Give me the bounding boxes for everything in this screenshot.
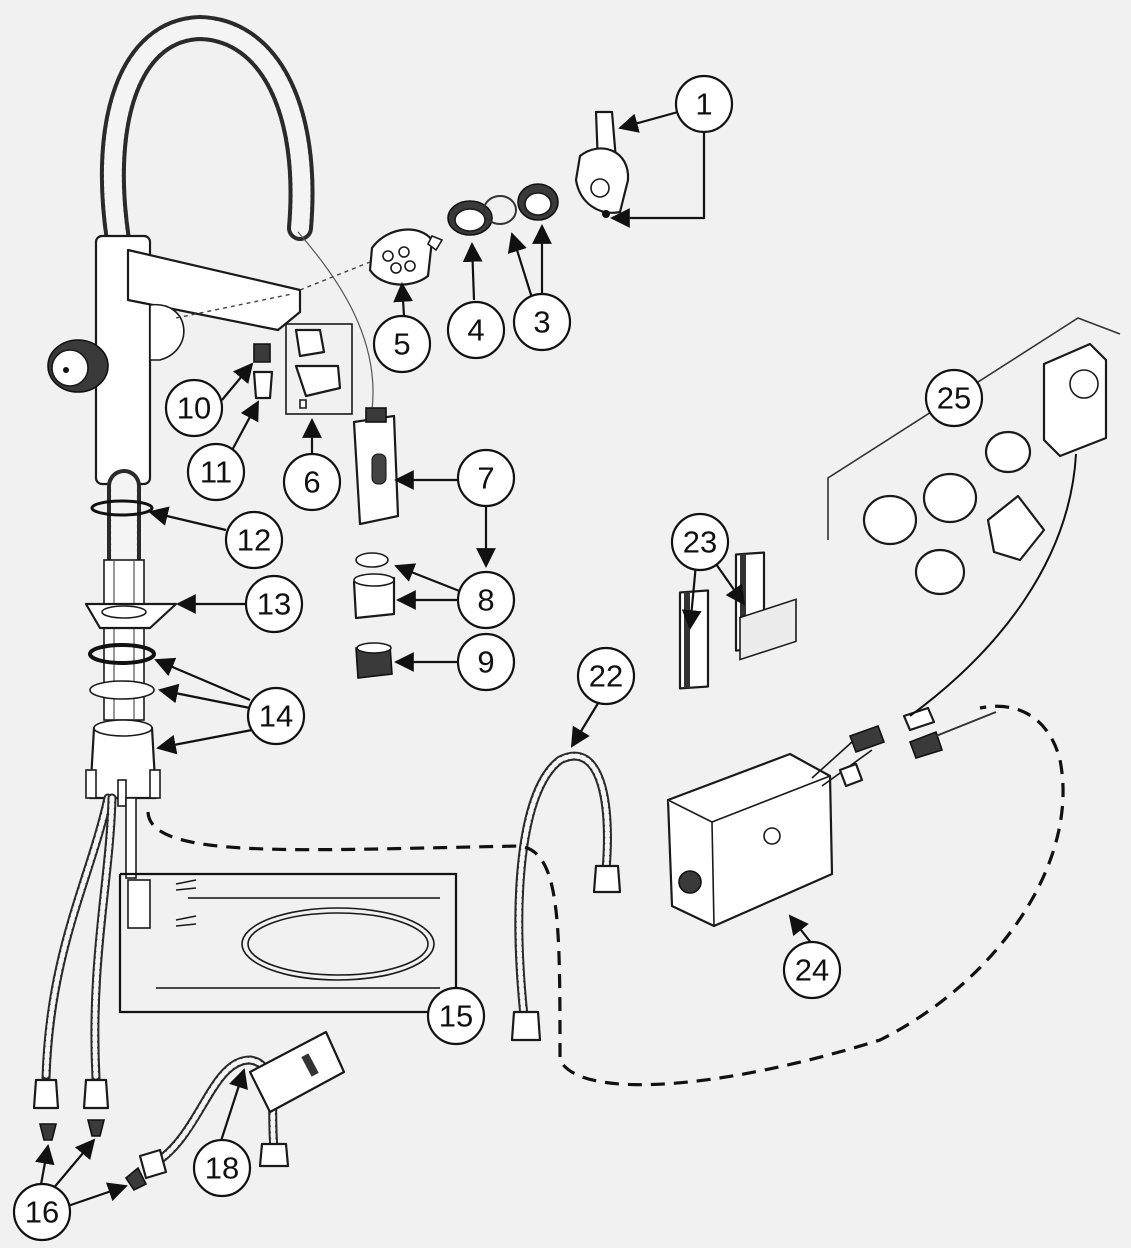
callout-13: 13 (244, 574, 304, 634)
bonnet-rings-3-4 (447, 183, 559, 236)
filters-16 (38, 1119, 148, 1192)
callout-15: 15 (426, 986, 486, 1046)
callout-15-label: 15 (439, 999, 473, 1034)
callout-6: 6 (282, 452, 342, 512)
callout-3-label: 3 (533, 305, 550, 340)
connection-hose-22 (510, 751, 622, 1042)
callout-8: 8 (456, 570, 516, 630)
plug-adapters (862, 430, 1046, 596)
callout-5: 5 (372, 314, 432, 374)
callout-3: 3 (512, 292, 572, 352)
callout-14: 14 (246, 686, 306, 746)
callout-9-label: 9 (477, 645, 494, 680)
callout-6-label: 6 (303, 465, 320, 500)
connection-kit-15 (118, 872, 458, 1014)
callout-1-label: 1 (695, 87, 712, 122)
spray-head-7 (352, 407, 400, 526)
callout-22-label: 22 (589, 659, 623, 694)
callout-8-label: 8 (477, 583, 494, 618)
callout-7-label: 7 (477, 461, 494, 496)
callout-18-label: 18 (205, 1151, 239, 1186)
callout-11-label: 11 (200, 455, 232, 490)
sensor-cable (146, 704, 1065, 1087)
spout (126, 248, 302, 332)
extension-hose-18 (138, 1030, 346, 1180)
callout-7: 7 (456, 448, 516, 508)
callout-14-label: 14 (259, 699, 293, 734)
callouts: 1 3 4 5 6 7 8 9 10 11 12 13 14 15 16 18 … (12, 74, 984, 1242)
callout-11: 11 (186, 442, 246, 502)
aerator-8-9 (352, 552, 396, 679)
callout-23: 23 (670, 512, 730, 572)
callout-24-label: 24 (795, 953, 829, 988)
power-adapter-25 (827, 317, 1121, 717)
handle-lever-1 (574, 110, 630, 218)
callout-13-label: 13 (257, 587, 291, 622)
callout-24: 24 (782, 940, 842, 1000)
parts-10-11 (252, 343, 274, 400)
spray-hose-thread (297, 231, 374, 411)
leader-lines (35, 110, 813, 1210)
callout-5-label: 5 (393, 327, 410, 362)
callout-10-label: 10 (177, 391, 211, 426)
cartridge-5 (175, 228, 444, 319)
callout-4-label: 4 (467, 313, 484, 348)
callout-12-label: 12 (237, 523, 271, 558)
control-box-24 (666, 598, 997, 928)
gasket-14a (88, 643, 156, 665)
callout-16-label: 16 (25, 1195, 59, 1230)
faucet-assembly (47, 14, 374, 807)
callout-16: 16 (12, 1182, 72, 1242)
callout-1: 1 (674, 74, 734, 134)
callout-25: 25 (924, 368, 984, 428)
callout-22: 22 (576, 646, 636, 706)
callout-18: 18 (192, 1138, 252, 1198)
temperature-knob (47, 339, 109, 393)
supply-hoses (32, 793, 137, 1110)
washer-14b (89, 680, 155, 700)
callout-10: 10 (164, 378, 224, 438)
callout-9: 9 (456, 632, 516, 692)
callout-23-label: 23 (683, 525, 717, 560)
callout-12: 12 (224, 510, 284, 570)
callout-25-label: 25 (937, 381, 971, 416)
callout-4: 4 (446, 300, 506, 360)
spray-holder-6 (285, 323, 353, 415)
